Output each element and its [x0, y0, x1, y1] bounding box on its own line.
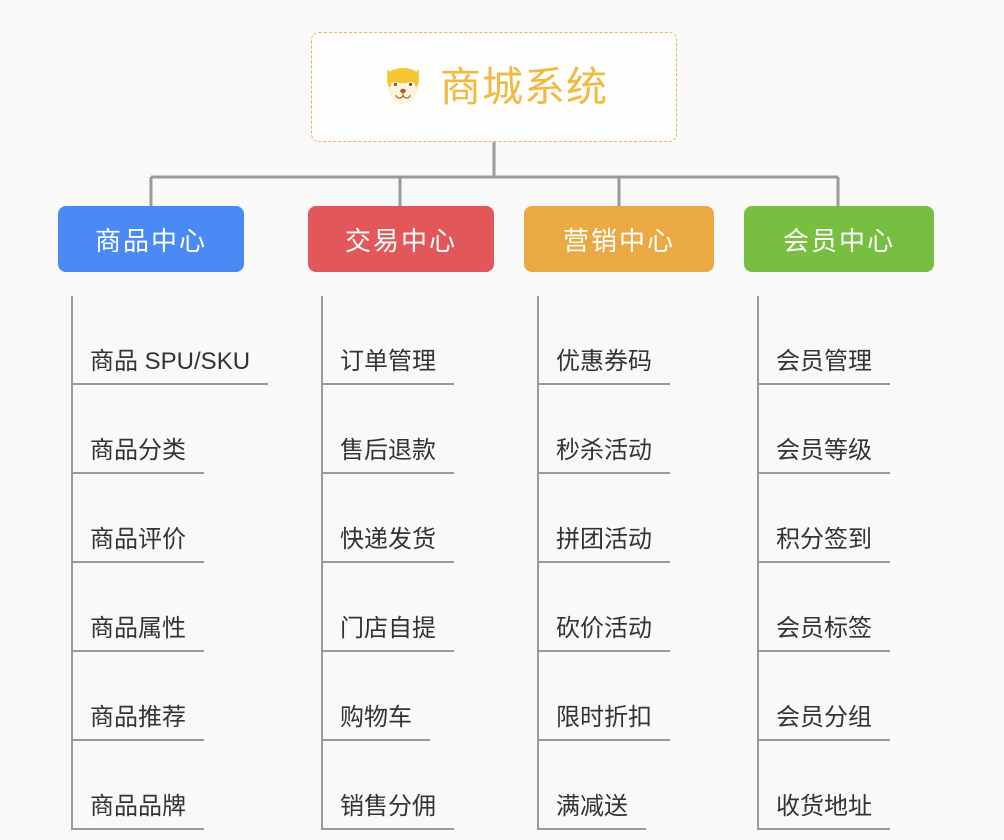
leaf-item-label: 商品 SPU/SKU: [72, 348, 269, 385]
leaf-item-label: 收货地址: [758, 793, 890, 830]
leaf-item-label: 限时折扣: [538, 704, 670, 741]
leaf-item[interactable]: 购物车: [322, 652, 494, 741]
leaf-item-label: 秒杀活动: [538, 437, 670, 474]
leaf-item[interactable]: 会员分组: [758, 652, 934, 741]
leaf-item-label: 售后退款: [322, 437, 454, 474]
leaf-item-label: 商品评价: [72, 526, 204, 563]
leaf-item[interactable]: 满减送: [538, 741, 714, 830]
leaf-item[interactable]: 秒杀活动: [538, 385, 714, 474]
column-items: 会员管理会员等级积分签到会员标签会员分组收货地址: [744, 296, 934, 830]
leaf-item[interactable]: 积分签到: [758, 474, 934, 563]
column-trunk-line: [537, 296, 539, 830]
leaf-item-label: 商品属性: [72, 615, 204, 652]
leaf-item-label: 会员标签: [758, 615, 890, 652]
leaf-item[interactable]: 限时折扣: [538, 652, 714, 741]
leaf-item[interactable]: 商品评价: [72, 474, 268, 563]
leaf-item[interactable]: 拼团活动: [538, 474, 714, 563]
column-items: 订单管理售后退款快递发货门店自提购物车销售分佣: [308, 296, 494, 830]
leaf-item[interactable]: 收货地址: [758, 741, 934, 830]
leaf-item[interactable]: 售后退款: [322, 385, 494, 474]
leaf-item-label: 会员等级: [758, 437, 890, 474]
leaf-item[interactable]: 商品推荐: [72, 652, 268, 741]
leaf-item-label: 积分签到: [758, 526, 890, 563]
leaf-item[interactable]: 会员等级: [758, 385, 934, 474]
column-items: 优惠券码秒杀活动拼团活动砍价活动限时折扣满减送: [524, 296, 714, 830]
leaf-item-label: 优惠券码: [538, 348, 670, 385]
column-header-3[interactable]: 会员中心: [744, 206, 934, 272]
leaf-item-label: 砍价活动: [538, 615, 670, 652]
leaf-item-label: 会员分组: [758, 704, 890, 741]
root-title: 商城系统: [440, 63, 608, 110]
leaf-item-label: 拼团活动: [538, 526, 670, 563]
leaf-item[interactable]: 砍价活动: [538, 563, 714, 652]
leaf-item-label: 会员管理: [758, 348, 890, 385]
leaf-item[interactable]: 会员标签: [758, 563, 934, 652]
leaf-item[interactable]: 快递发货: [322, 474, 494, 563]
column-header-1[interactable]: 交易中心: [308, 206, 494, 272]
leaf-item[interactable]: 门店自提: [322, 563, 494, 652]
leaf-item-label: 商品分类: [72, 437, 204, 474]
column-header-0[interactable]: 商品中心: [58, 206, 244, 272]
leaf-item[interactable]: 订单管理: [322, 296, 494, 385]
leaf-item-label: 销售分佣: [322, 793, 454, 830]
column-trunk-line: [757, 296, 759, 830]
column-header-2[interactable]: 营销中心: [524, 206, 714, 272]
leaf-item-label: 商品推荐: [72, 704, 204, 741]
column-trunk-line: [321, 296, 323, 830]
leaf-item-label: 订单管理: [322, 348, 454, 385]
column-trunk-line: [71, 296, 73, 830]
branch-column: 会员中心会员管理会员等级积分签到会员标签会员分组收货地址: [744, 206, 934, 830]
leaf-item-label: 商品品牌: [72, 793, 204, 830]
leaf-item-label: 购物车: [322, 704, 430, 741]
leaf-item[interactable]: 优惠券码: [538, 296, 714, 385]
leaf-item-label: 门店自提: [322, 615, 454, 652]
leaf-item[interactable]: 销售分佣: [322, 741, 494, 830]
leaf-item-label: 满减送: [538, 793, 646, 830]
leaf-item[interactable]: 商品分类: [72, 385, 268, 474]
leaf-item[interactable]: 商品属性: [72, 563, 268, 652]
branch-column: 营销中心优惠券码秒杀活动拼团活动砍价活动限时折扣满减送: [524, 206, 714, 830]
leaf-item[interactable]: 商品品牌: [72, 741, 268, 830]
leaf-item[interactable]: 会员管理: [758, 296, 934, 385]
leaf-item-label: 快递发货: [322, 526, 454, 563]
leaf-item[interactable]: 商品 SPU/SKU: [72, 296, 269, 385]
root-node[interactable]: 商城系统: [311, 32, 677, 142]
column-items: 商品 SPU/SKU 商品分类商品评价商品属性商品推荐商品品牌: [58, 296, 269, 830]
branch-column: 交易中心订单管理售后退款快递发货门店自提购物车销售分佣: [308, 206, 494, 830]
shiba-dog-face-icon: [387, 67, 419, 104]
branch-column: 商品中心商品 SPU/SKU 商品分类商品评价商品属性商品推荐商品品牌: [58, 206, 269, 830]
